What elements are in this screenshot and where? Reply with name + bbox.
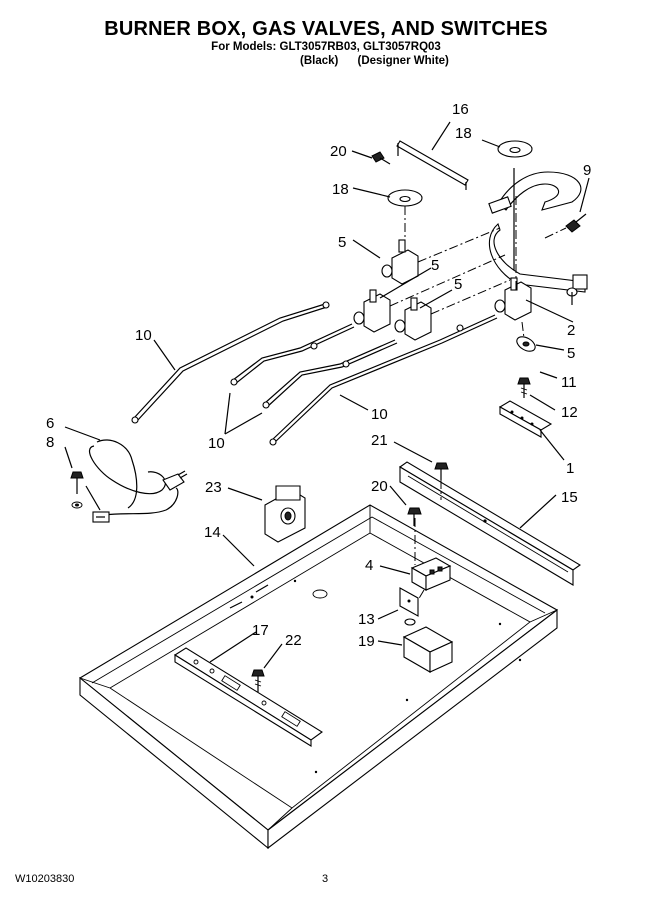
callout-9: 9 <box>583 162 591 179</box>
wire-harness-6 <box>85 439 188 523</box>
model-variants: (Black) (Designer White) <box>300 55 449 67</box>
callout-numbers: 16 18 20 9 18 5 5 5 2 5 10 11 12 10 10 6… <box>46 101 591 650</box>
page-number: 3 <box>322 873 329 885</box>
callout-6: 6 <box>46 415 54 432</box>
callout-1: 1 <box>566 460 574 477</box>
callout-15: 15 <box>561 489 578 506</box>
document-number: W10203830 <box>15 873 75 885</box>
callout-2: 2 <box>567 322 575 339</box>
callout-10: 10 <box>135 327 152 344</box>
screw-12 <box>517 377 531 398</box>
burner-box <box>79 504 558 850</box>
callout-12: 12 <box>561 404 578 421</box>
callout-4: 4 <box>365 557 373 574</box>
callout-5: 5 <box>454 276 462 293</box>
callout-20: 20 <box>371 478 388 495</box>
screw-9 <box>544 213 587 239</box>
callout-11: 11 <box>561 374 577 391</box>
callout-10: 10 <box>208 435 225 452</box>
gas-valve-right <box>494 277 532 321</box>
callout-13: 13 <box>358 611 375 628</box>
bracket-1 <box>498 400 553 438</box>
models-line: For Models: GLT3057RB03, GLT3057RQ03 <box>211 41 441 53</box>
gas-tubes-10 <box>131 301 498 446</box>
page-title: BURNER BOX, GAS VALVES, AND SWITCHES <box>104 18 548 40</box>
module-19 <box>402 626 454 673</box>
bracket-13 <box>399 587 419 626</box>
bracket-15 <box>398 461 582 586</box>
callout-21: 21 <box>371 432 388 449</box>
callout-23: 23 <box>205 479 222 496</box>
leader-lines <box>64 121 590 669</box>
callout-5: 5 <box>338 234 346 251</box>
assembly-centerlines <box>389 196 525 339</box>
gas-valve-middle-right <box>394 297 432 341</box>
callout-5: 5 <box>431 257 439 274</box>
manifold-2 <box>488 168 588 305</box>
switch-23 <box>264 485 306 543</box>
callout-18: 18 <box>455 125 472 142</box>
callout-10: 10 <box>371 406 388 423</box>
switch-4 <box>410 518 452 601</box>
gas-valve-middle-left <box>353 289 391 333</box>
screw-8 <box>70 471 84 509</box>
callout-8: 8 <box>46 434 54 451</box>
callout-17: 17 <box>252 622 269 639</box>
callout-19: 19 <box>358 633 375 650</box>
bracket-17 <box>173 647 323 747</box>
screw-21 <box>434 462 449 500</box>
gas-valve-upper <box>381 239 419 285</box>
screw-22 <box>251 669 265 692</box>
callout-16: 16 <box>452 101 469 118</box>
bar-16 <box>396 140 469 190</box>
callout-5: 5 <box>567 345 575 362</box>
callout-14: 14 <box>204 524 221 541</box>
screw-20-lower <box>407 507 422 526</box>
gasket-11 <box>516 336 536 352</box>
callout-22: 22 <box>285 632 302 649</box>
callout-20: 20 <box>330 143 347 160</box>
callout-18: 18 <box>332 181 349 198</box>
screw-20-upper <box>371 151 391 165</box>
burner-cap-18-right <box>497 140 533 158</box>
